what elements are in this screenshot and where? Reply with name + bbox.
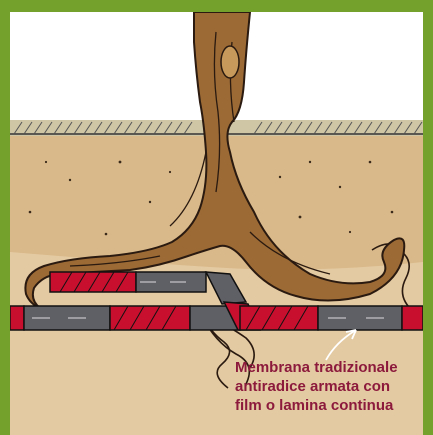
trunk-knot xyxy=(221,46,239,78)
caption-line-3: film o lamina continua xyxy=(235,396,423,415)
caption-line-1: Membrana tradizionale xyxy=(235,358,423,377)
caption-line-2: antiradice armata con xyxy=(235,377,423,396)
diagram-canvas: Membrana tradizionale antiradice armata … xyxy=(10,12,423,435)
membrane-lower xyxy=(10,302,423,330)
membrane-caption: Membrana tradizionale antiradice armata … xyxy=(235,358,423,415)
